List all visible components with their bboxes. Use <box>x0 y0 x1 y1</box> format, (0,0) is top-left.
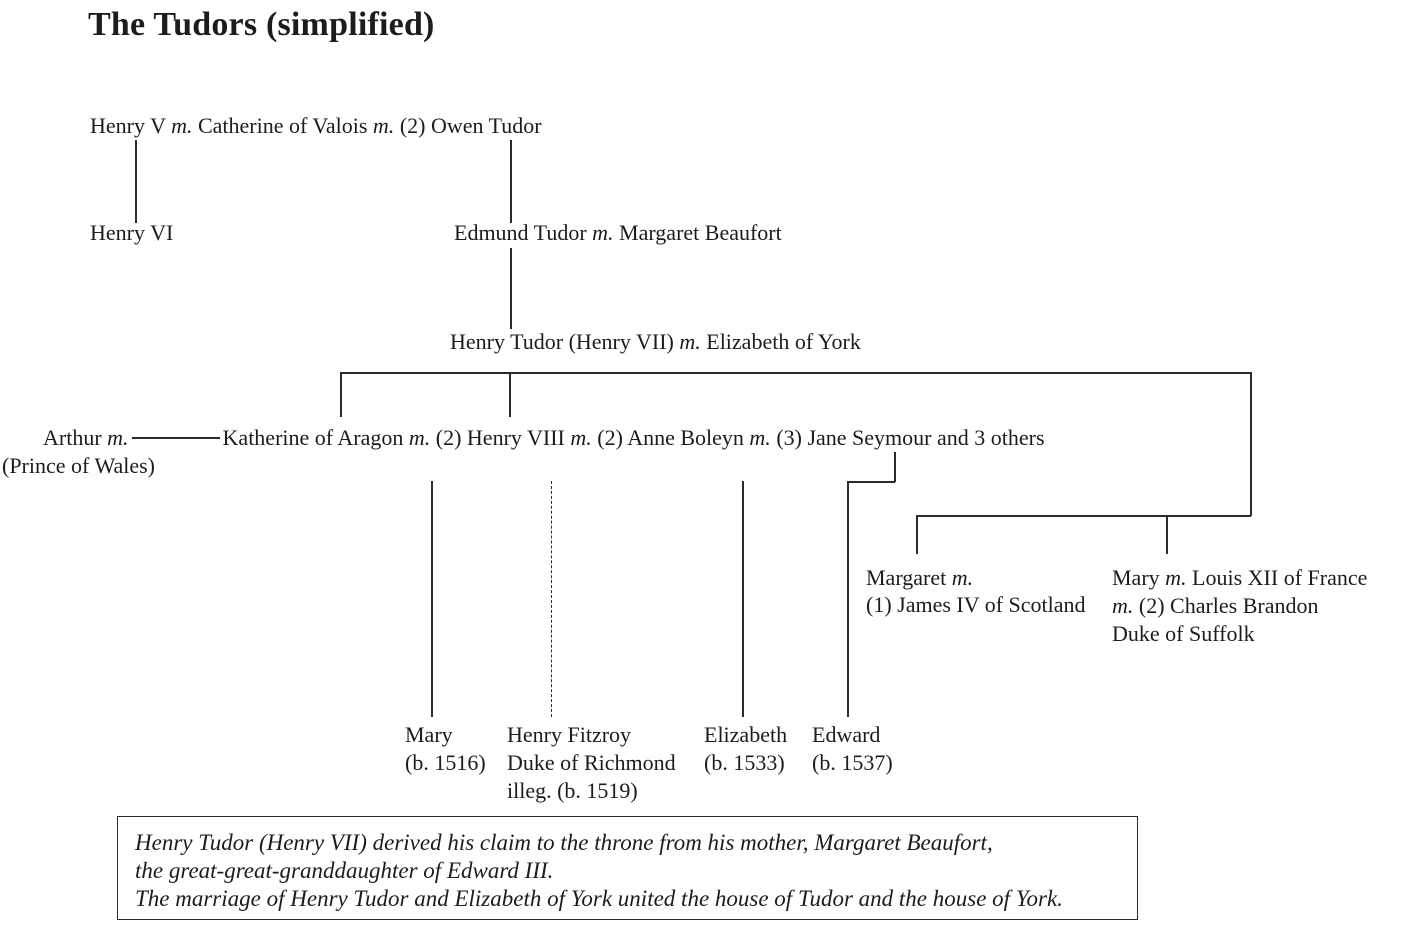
child-fitzroy-name: Henry Fitzroy <box>507 722 632 747</box>
person-anne-boleyn: (2) Anne Boleyn <box>591 425 750 450</box>
marriage-marker: m. <box>372 113 395 138</box>
marriage-marker: m. <box>592 220 614 245</box>
person-katherine-of-aragon: Katherine of Aragon <box>222 425 409 450</box>
marriage-marker: m. <box>408 425 431 450</box>
marriage-marker: m. <box>107 425 129 450</box>
child-elizabeth: Elizabeth (b. 1533) <box>704 721 787 777</box>
person-mary-tudor: Mary <box>1112 565 1166 590</box>
child-edward-born: (b. 1537) <box>812 750 893 775</box>
page-title: The Tudors (simplified) <box>88 6 435 43</box>
child-edward: Edward (b. 1537) <box>812 721 893 777</box>
person-henry-vii: Henry Tudor (Henry VII) <box>450 329 680 354</box>
connector-catherine-edmund <box>510 140 512 223</box>
child-elizabeth-born: (b. 1533) <box>704 750 785 775</box>
person-elizabeth-of-york: Elizabeth of York <box>700 329 861 354</box>
marriage-marker: m. <box>171 113 193 138</box>
connector-edmund-henryVII <box>510 248 512 329</box>
connector-henryV-henryVI <box>135 140 137 223</box>
bracket-drop-katherine <box>340 372 342 417</box>
bracket-henryVII-children <box>340 372 1251 374</box>
child-edward-name: Edward <box>812 722 881 747</box>
connector-fitzroy-illegitimate <box>551 481 552 717</box>
bracket-drop-henryVIII <box>509 372 511 417</box>
gen1-row: Henry V m. Catherine of Valois m. (2) Ow… <box>90 112 542 139</box>
person-arthur: Arthur <box>43 425 108 450</box>
bracket-drop-margaret-mary <box>1250 372 1252 516</box>
child-fitzroy: Henry Fitzroy Duke of Richmond illeg. (b… <box>507 721 676 805</box>
branch-mary: Mary m. Louis XII of France m. (2) Charl… <box>1112 564 1367 648</box>
connector-jane-jog-horizontal <box>847 481 895 483</box>
gen2-row: Edmund Tudor m. Margaret Beaufort <box>454 219 782 246</box>
bracket-drop-mary <box>1166 515 1168 554</box>
child-elizabeth-name: Elizabeth <box>704 722 788 747</box>
person-henry-viii: (2) Henry VIII <box>430 425 571 450</box>
branch-margaret: Margaret m. (1) James IV of Scotland <box>866 564 1086 618</box>
child-mary: Mary (b. 1516) <box>405 721 486 777</box>
marriage-marker: m. <box>951 565 974 590</box>
marriage-marker: m. <box>1112 593 1134 618</box>
marriage-marker: m. <box>570 425 592 450</box>
bracket-drop-margaret <box>916 515 918 554</box>
person-margaret-beaufort: Margaret Beaufort <box>613 220 782 245</box>
label-duke-of-suffolk: Duke of Suffolk <box>1112 621 1255 646</box>
marriage-marker: m. <box>679 329 701 354</box>
person-james-iv: (1) James IV of Scotland <box>866 592 1086 617</box>
connector-anne-elizabeth <box>742 481 744 717</box>
footnote-box: Henry Tudor (Henry VII) derived his clai… <box>117 816 1138 920</box>
person-henry-v: Henry V <box>90 113 172 138</box>
marriage-marker: m. <box>749 425 771 450</box>
child-fitzroy-title: Duke of Richmond <box>507 750 676 775</box>
footnote-line1: Henry Tudor (Henry VII) derived his clai… <box>135 830 993 855</box>
connector-katherine-mary <box>431 481 433 717</box>
person-charles-brandon: (2) Charles Brandon <box>1133 593 1319 618</box>
child-mary-name: Mary <box>405 722 453 747</box>
branch-mary-line1: Mary m. Louis XII of France <box>1112 564 1367 592</box>
child-mary-born: (b. 1516) <box>405 750 486 775</box>
person-catherine-of-valois: Catherine of Valois <box>192 113 373 138</box>
branch-margaret-line1: Margaret m. <box>866 564 1086 591</box>
label-prince-of-wales: (Prince of Wales) <box>2 453 155 478</box>
connector-arthur-katherine <box>131 437 220 439</box>
branch-mary-line2: m. (2) Charles Brandon <box>1112 592 1367 620</box>
gen3-row: Henry Tudor (Henry VII) m. Elizabeth of … <box>450 328 861 355</box>
gen4-row: Arthur m.Katherine of Aragon m. (2) Henr… <box>43 424 1045 451</box>
person-edmund-tudor: Edmund Tudor <box>454 220 593 245</box>
footnote-line2: the great-great-granddaughter of Edward … <box>135 858 554 883</box>
child-fitzroy-born: illeg. (b. 1519) <box>507 778 638 803</box>
person-owen-tudor: (2) Owen Tudor <box>394 113 542 138</box>
person-jane-seymour: (3) Jane Seymour and 3 others <box>770 425 1045 450</box>
person-henry-vi: Henry VI <box>90 220 174 245</box>
connector-jane-jog-vertical <box>894 452 896 482</box>
person-margaret-tudor: Margaret <box>866 565 952 590</box>
person-louis-xii: Louis XII of France <box>1186 565 1368 590</box>
footnote-line3: The marriage of Henry Tudor and Elizabet… <box>135 886 1063 911</box>
bracket-margaret-mary <box>916 515 1251 517</box>
connector-jane-edward <box>847 481 849 717</box>
marriage-marker: m. <box>1165 565 1187 590</box>
